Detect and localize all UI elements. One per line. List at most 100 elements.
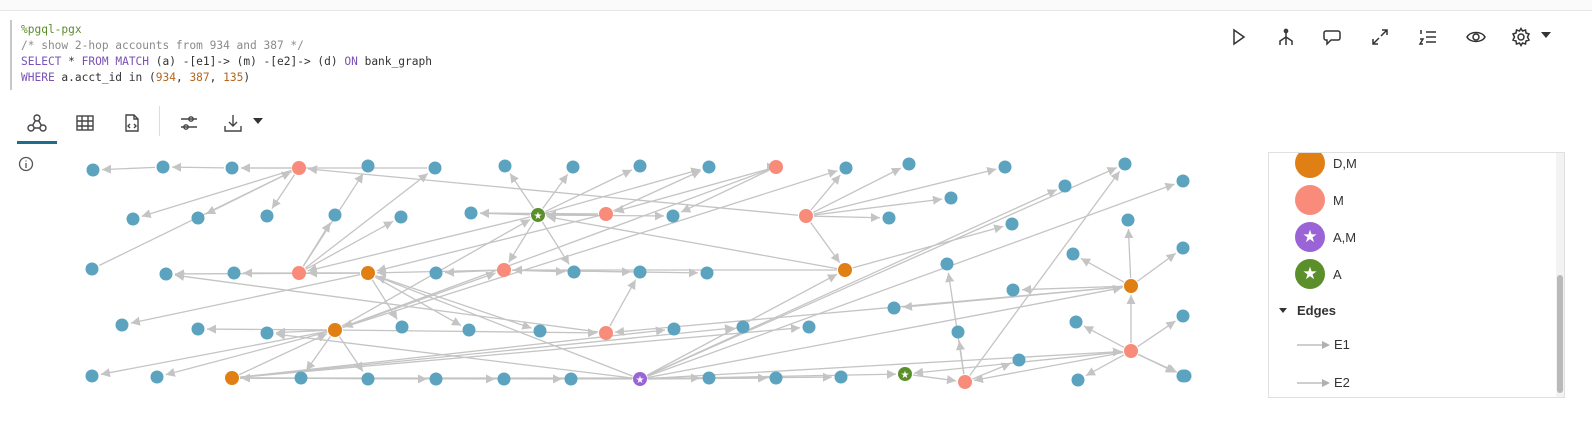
graph-node[interactable] [799,209,813,223]
graph-node[interactable] [1058,179,1072,193]
graph-edge[interactable] [614,286,1124,336]
graph-node[interactable] [533,324,547,338]
graph-node[interactable] [834,370,848,384]
graph-edge[interactable] [307,216,531,274]
graph-edge[interactable] [613,170,702,212]
graph-edge[interactable] [1085,354,1125,377]
tab-code[interactable] [112,104,152,142]
graph-node[interactable] [666,209,680,223]
graph-node[interactable] [191,322,205,336]
graph-node[interactable] [395,320,409,334]
graph-node[interactable] [882,211,896,225]
graph-node[interactable] [566,160,580,174]
graph-node[interactable] [633,265,647,279]
graph-node[interactable] [1176,174,1190,188]
graph-node[interactable] [1176,369,1190,383]
graph-node[interactable] [150,370,164,384]
graph-edge[interactable] [1083,325,1125,348]
graph-node[interactable]: ★ [531,208,545,222]
graph-node[interactable] [944,191,958,205]
graph-edge[interactable] [171,162,225,172]
graph-node[interactable] [156,160,170,174]
graph-node[interactable] [464,206,478,220]
graph-node[interactable] [1071,373,1085,387]
graph-node[interactable] [429,372,443,386]
graph-node[interactable] [462,323,476,337]
graph-canvas[interactable]: ★ ★ ★ [0,145,1265,395]
graph-edge[interactable] [647,182,1175,377]
graph-node[interactable] [951,325,965,339]
legend-item-a[interactable]: ★ A [1295,258,1342,290]
graph-node[interactable] [260,209,274,223]
graph-edge[interactable] [100,330,328,378]
comment-button[interactable] [1317,22,1347,52]
graph-node[interactable] [225,371,239,385]
graph-node[interactable] [328,208,342,222]
graph-node[interactable] [191,211,205,225]
tab-table[interactable] [65,104,105,142]
graph-node[interactable] [1069,315,1083,329]
graph-node[interactable] [567,265,581,279]
legend-item-am[interactable]: ★ A,M [1295,221,1356,253]
graph-edge[interactable] [343,169,769,328]
graph-edge[interactable] [239,324,801,378]
graph-node[interactable] [497,263,511,277]
graph-edge[interactable] [812,167,902,213]
graph-edge[interactable] [609,279,637,327]
ordered-list-button[interactable] [1413,22,1443,52]
graph-edge[interactable] [680,169,770,213]
graph-edge[interactable] [973,351,1124,384]
graph-edge[interactable] [101,164,156,174]
legend-item-dm[interactable]: D,M [1295,153,1357,179]
graph-node[interactable] [839,161,853,175]
graph-edge[interactable] [647,347,1123,380]
graph-edge[interactable] [945,272,965,375]
graph-node[interactable] [838,263,852,277]
graph-node[interactable]: ★ [633,372,647,386]
graph-node[interactable] [998,160,1012,174]
graph-node[interactable] [292,266,306,280]
graph-structure-button[interactable] [1271,22,1301,52]
graph-node[interactable] [115,318,129,332]
settings-sliders-button[interactable] [169,104,209,142]
graph-node[interactable] [599,326,613,340]
graph-edge[interactable] [305,336,331,372]
graph-node[interactable] [1176,241,1190,255]
graph-edge[interactable] [813,166,997,215]
graph-edge[interactable] [810,222,841,264]
graph-edge[interactable] [374,276,462,327]
graph-node[interactable] [361,159,375,173]
graph-node[interactable] [498,159,512,173]
graph-edge[interactable] [508,221,535,263]
code-editor[interactable]: %pgql-pgx /* show 2-hop accounts from 93… [10,20,712,90]
graph-node[interactable] [227,266,241,280]
graph-edge[interactable] [647,189,1058,377]
legend-item-m[interactable]: M [1295,184,1344,216]
graph-node[interactable] [292,161,306,175]
graph-node[interactable] [564,372,578,386]
graph-node[interactable] [1124,344,1138,358]
graph-edge[interactable] [371,279,398,320]
graph-edge[interactable] [239,326,666,378]
graph-edge[interactable] [544,169,633,213]
graph-node[interactable] [361,266,375,280]
graph-node[interactable] [887,301,901,315]
download-dropdown-caret[interactable] [253,118,263,124]
legend-edge-e2[interactable]: E2 [1297,375,1350,390]
graph-edge[interactable] [1124,228,1134,279]
graph-node[interactable] [1006,283,1020,297]
graph-edge[interactable] [1080,257,1125,283]
graph-node[interactable] [497,372,511,386]
graph-edge[interactable] [813,213,881,223]
graph-edge[interactable] [1137,252,1177,282]
legend-edge-e1[interactable]: E1 [1297,337,1350,352]
graph-edge[interactable] [376,215,599,274]
legend-scrollbar[interactable] [1556,153,1564,397]
graph-node[interactable] [86,163,100,177]
graph-edge[interactable] [141,169,292,219]
graph-node[interactable] [1118,157,1132,171]
info-button[interactable] [18,156,34,172]
graph-edge[interactable] [509,173,535,209]
graph-node[interactable] [802,320,816,334]
graph-node[interactable]: ★ [898,367,912,381]
